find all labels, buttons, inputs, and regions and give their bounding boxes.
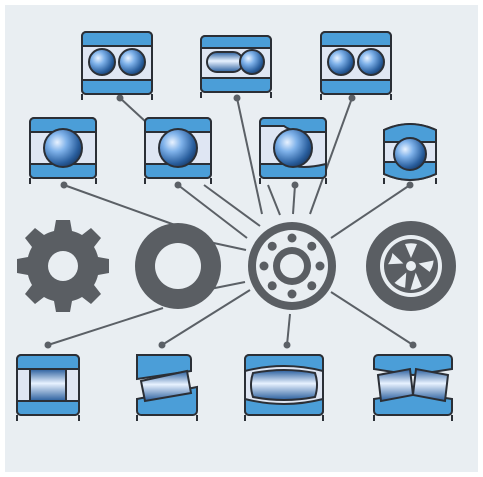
connector-dot bbox=[406, 181, 414, 189]
connector-line bbox=[309, 97, 353, 215]
deep-groove-ball-bearing-icon bbox=[29, 117, 97, 184]
cylindrical-roller-bearing-icon bbox=[16, 354, 80, 421]
connector-dot bbox=[291, 181, 299, 189]
connector-dot bbox=[44, 341, 52, 349]
ball-bearing-icon bbox=[248, 222, 336, 310]
gear-icon bbox=[17, 220, 109, 312]
connector-line bbox=[119, 97, 147, 123]
connector-line bbox=[330, 184, 411, 239]
double-row-ball-bearing-icon bbox=[320, 31, 392, 100]
connector-line bbox=[203, 184, 261, 227]
connector-dots bbox=[44, 94, 417, 349]
connector-line bbox=[161, 289, 251, 346]
wheel-icon bbox=[366, 221, 456, 311]
connector-line bbox=[63, 184, 176, 226]
connector-line bbox=[177, 184, 248, 239]
connector-dot bbox=[233, 94, 241, 102]
connector-line bbox=[267, 184, 281, 216]
connector-dot bbox=[283, 341, 291, 349]
ball-roller-bearing-icon bbox=[200, 35, 272, 98]
connector-dot bbox=[60, 181, 68, 189]
spherical-roller-bearing-icon bbox=[373, 354, 453, 421]
connector-line bbox=[286, 313, 291, 346]
angular-contact-ball-bearing-icon bbox=[259, 117, 327, 184]
tapered-roller-bearing-icon bbox=[136, 354, 198, 421]
connector-line bbox=[47, 307, 164, 346]
connector-dot bbox=[409, 341, 417, 349]
connector-lines bbox=[47, 97, 414, 346]
connector-line bbox=[292, 184, 296, 215]
connector-dot bbox=[348, 94, 356, 102]
barrel-roller-bearing-icon bbox=[244, 354, 324, 421]
connector-dot bbox=[174, 181, 182, 189]
washer-ring-icon bbox=[135, 223, 221, 309]
self-aligning-ball-bearing-icon bbox=[144, 117, 212, 184]
connector-line bbox=[330, 291, 414, 346]
connector-dot bbox=[116, 94, 124, 102]
double-row-ball-bearing-icon bbox=[81, 31, 153, 100]
connector-line bbox=[236, 97, 263, 215]
connector-line bbox=[208, 241, 247, 251]
connector-dot bbox=[158, 341, 166, 349]
spherical-outer-ball-bearing-icon bbox=[383, 123, 437, 184]
